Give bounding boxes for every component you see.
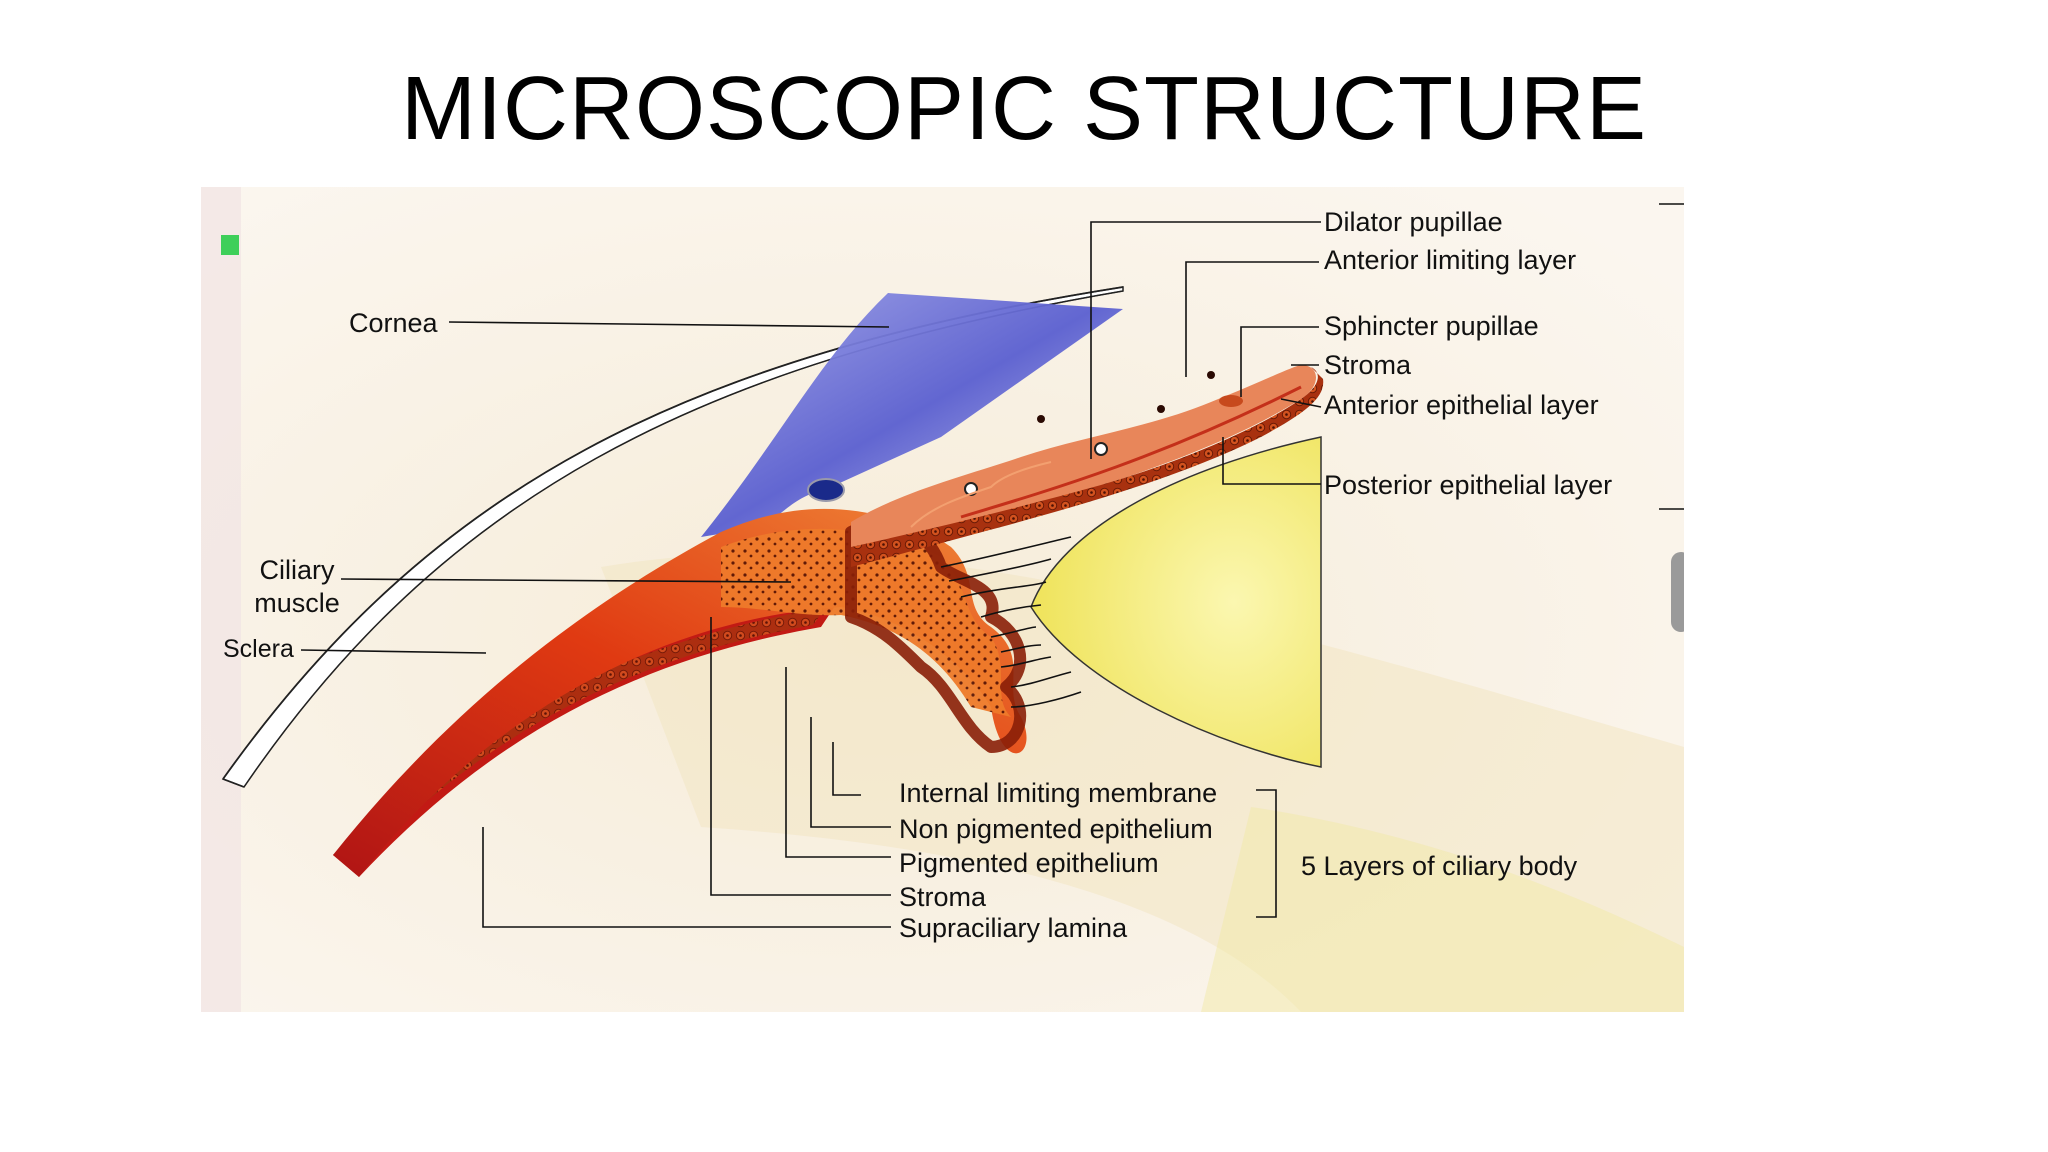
label-cornea: Cornea (349, 308, 438, 338)
label-anterior-epithelial-layer: Anterior epithelial layer (1324, 390, 1599, 420)
label-ciliary-muscle-line2: muscle (254, 588, 340, 618)
label-ciliary-muscle-line1: Ciliary (259, 555, 335, 585)
iris-posterior-epithelium (851, 367, 1324, 567)
label-supraciliary-lamina: Supraciliary lamina (899, 913, 1128, 943)
label-ciliary-stroma: Stroma (899, 882, 987, 912)
label-iris-stroma: Stroma (1324, 350, 1412, 380)
label-sphincter-pupillae: Sphincter pupillae (1324, 311, 1539, 341)
zonular-fibres (940, 536, 1082, 708)
slide-title: MICROSCOPIC STRUCTURE (400, 59, 1648, 159)
diagram-artwork (201, 187, 1684, 1012)
label-sclera: Sclera (223, 635, 294, 663)
leader-lines (300, 203, 1684, 928)
label-internal-limiting-membrane: Internal limiting membrane (899, 778, 1218, 808)
label-dilator-pupillae: Dilator pupillae (1324, 207, 1503, 237)
label-five-layers: 5 Layers of ciliary body (1301, 851, 1578, 881)
label-non-pigmented-epithelium: Non pigmented epithelium (899, 814, 1213, 844)
ciliary-body-diagram: Cornea Ciliary muscle Sclera Dilator pup… (201, 187, 1684, 1012)
cornea-shape (701, 293, 1123, 537)
schlemm-canal (807, 478, 845, 502)
lens-shape (1030, 436, 1322, 768)
green-marker-icon (221, 235, 239, 255)
label-pigmented-epithelium: Pigmented epithelium (899, 848, 1159, 878)
label-anterior-limiting-layer: Anterior limiting layer (1324, 245, 1577, 275)
label-posterior-epithelial-layer: Posterior epithelial layer (1324, 470, 1613, 500)
iris-shape (851, 365, 1316, 552)
